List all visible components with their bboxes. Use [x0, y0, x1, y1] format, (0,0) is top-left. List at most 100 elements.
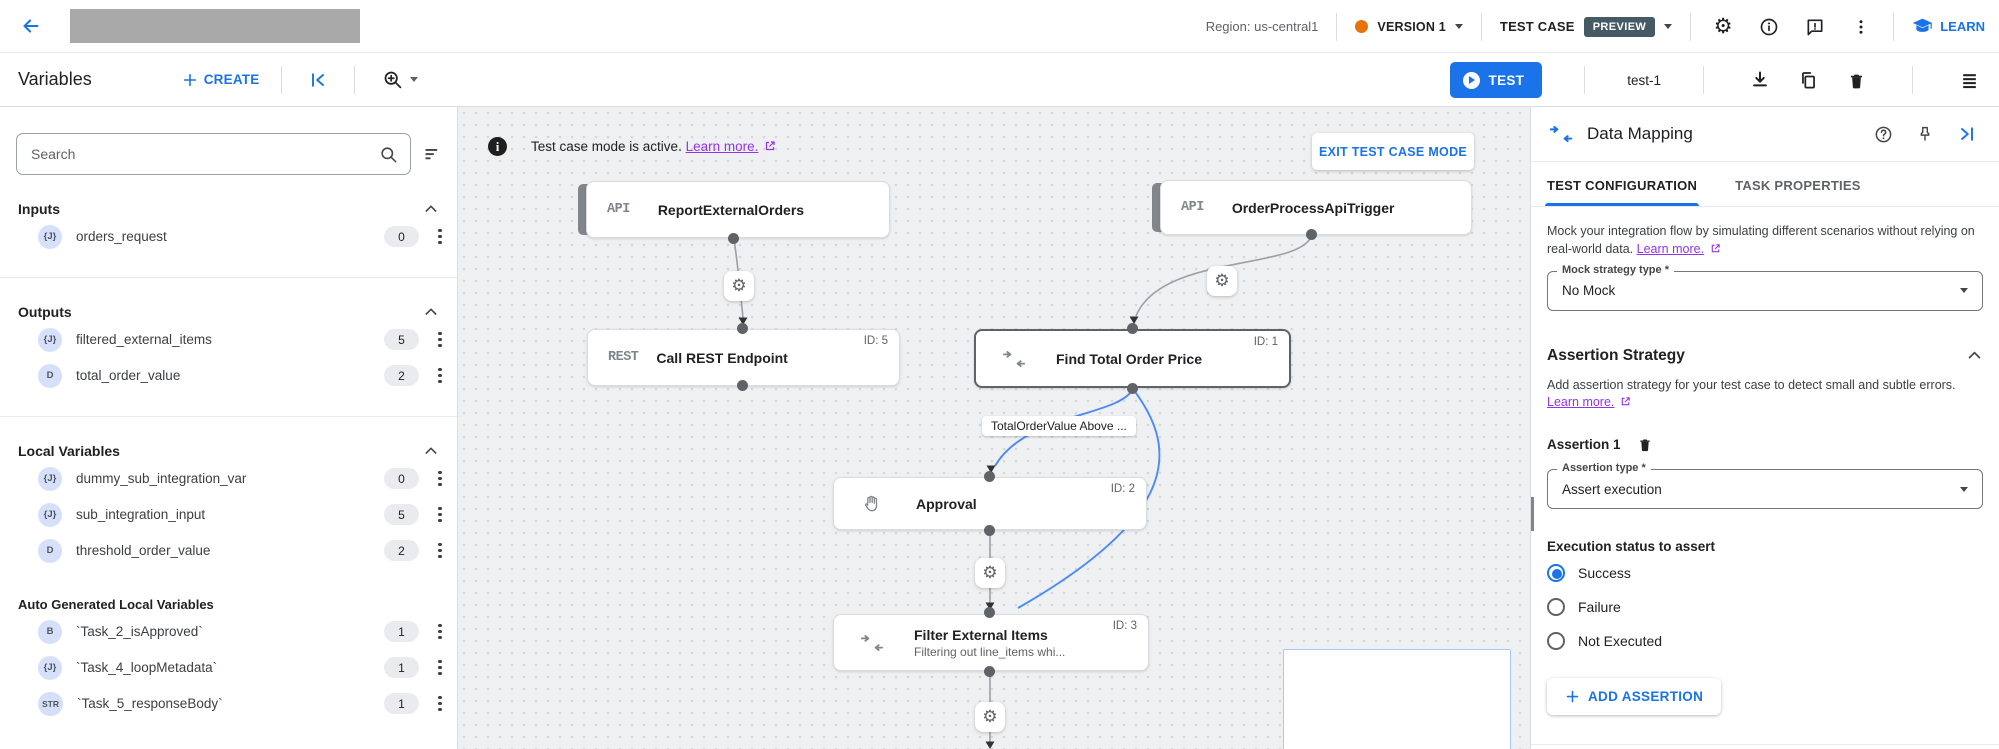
section-local-variables-header[interactable]: Local Variables: [18, 443, 439, 459]
delete-icon[interactable]: [1842, 66, 1870, 94]
learn-button[interactable]: LEARN: [1912, 16, 1985, 37]
variable-row[interactable]: B `Task_2_isApproved` 1: [38, 615, 447, 648]
connection-dot[interactable]: [1127, 383, 1138, 394]
edge-gear-icon[interactable]: ⚙: [975, 702, 1005, 732]
radio-button-selected[interactable]: [1547, 564, 1565, 582]
more-vert-icon[interactable]: [433, 623, 447, 640]
variable-row[interactable]: D threshold_order_value 2: [38, 534, 447, 567]
variable-row[interactable]: {J} dummy_sub_integration_var 0: [38, 462, 447, 495]
copy-icon[interactable]: [1794, 66, 1822, 94]
delete-assertion-icon[interactable]: [1637, 436, 1653, 453]
connection-dot[interactable]: [984, 607, 995, 618]
connection-dot[interactable]: [984, 471, 995, 482]
connection-dot[interactable]: [984, 525, 995, 536]
variable-row[interactable]: {J} filtered_external_items 5: [38, 323, 447, 356]
radio-button[interactable]: [1547, 632, 1565, 650]
connection-dot[interactable]: [737, 323, 748, 334]
collapse-panel-left-icon[interactable]: [304, 66, 332, 94]
radio-button[interactable]: [1547, 598, 1565, 616]
node-report-external-orders[interactable]: API ReportExternalOrders: [578, 181, 890, 238]
minimap[interactable]: [1283, 649, 1511, 749]
variable-row[interactable]: {J} `Task_4_loopMetadata` 1: [38, 651, 447, 684]
more-vert-icon[interactable]: [433, 659, 447, 676]
more-vert-icon[interactable]: [433, 228, 447, 245]
radio-success[interactable]: Success: [1547, 558, 1983, 588]
variable-row[interactable]: {J} orders_request 0: [38, 220, 447, 253]
scrollbar-handle[interactable]: [1531, 497, 1534, 531]
version-selector[interactable]: VERSION 1: [1355, 20, 1463, 34]
node-order-process-api-trigger[interactable]: API OrderProcessApiTrigger: [1152, 180, 1472, 235]
node-title: OrderProcessApiTrigger: [1231, 199, 1395, 216]
variables-toolbar: Variables CREATE TEST test-1: [0, 53, 1999, 107]
node-id: ID: 1: [1253, 336, 1278, 348]
info-icon[interactable]: [1755, 13, 1783, 41]
search-box[interactable]: [16, 133, 411, 175]
variable-row[interactable]: STR `Task_5_responseBody` 1: [38, 687, 447, 720]
settings-gear-icon[interactable]: ⚙: [1713, 15, 1733, 38]
connection-dot[interactable]: [984, 666, 995, 677]
assertion-learn-more-link[interactable]: Learn more.: [1547, 395, 1615, 410]
section-inputs-header[interactable]: Inputs: [18, 201, 439, 217]
tab-task-properties[interactable]: TASK PROPERTIES: [1735, 178, 1861, 193]
edge-gear-icon[interactable]: ⚙: [1207, 266, 1237, 296]
mock-strategy-select[interactable]: Mock strategy type * No Mock: [1547, 263, 1983, 311]
preview-badge: PREVIEW: [1583, 16, 1656, 37]
more-vert-icon[interactable]: [433, 367, 447, 384]
search-input[interactable]: [31, 146, 379, 162]
test-button[interactable]: TEST: [1449, 62, 1543, 98]
variable-name: sub_integration_input: [76, 507, 206, 522]
more-vert-icon[interactable]: [433, 331, 447, 348]
sort-icon[interactable]: [423, 144, 443, 164]
pin-icon[interactable]: [1911, 120, 1939, 148]
chevron-up-icon[interactable]: [423, 443, 439, 459]
api-tag: API: [607, 202, 630, 217]
connection-dot[interactable]: [1306, 229, 1317, 240]
edge-gear-icon[interactable]: ⚙: [724, 271, 754, 301]
assertion-type-select[interactable]: Assertion type * Assert execution: [1547, 462, 1983, 509]
tab-test-configuration[interactable]: TEST CONFIGURATION: [1544, 178, 1700, 206]
more-vert-icon[interactable]: [433, 506, 447, 523]
usage-count-badge: 0: [384, 226, 419, 247]
zoom-control[interactable]: [377, 66, 423, 94]
more-vert-icon[interactable]: [433, 695, 447, 712]
help-icon[interactable]: [1869, 120, 1897, 148]
divider: [1480, 12, 1482, 41]
node-call-rest-endpoint[interactable]: REST Call REST Endpoint ID: 5: [587, 329, 900, 386]
section-outputs-header[interactable]: Outputs: [18, 304, 439, 320]
connection-dot[interactable]: [737, 380, 748, 391]
collapse-panel-right-icon[interactable]: [1953, 120, 1981, 148]
chevron-up-icon[interactable]: [423, 304, 439, 320]
edge-condition-label[interactable]: TotalOrderValue Above ...: [982, 416, 1136, 436]
integration-flow-canvas[interactable]: i Test case mode is active. Learn more. …: [458, 107, 1530, 749]
chevron-up-icon[interactable]: [423, 201, 439, 217]
banner-learn-more-link[interactable]: Learn more.: [685, 139, 759, 154]
add-assertion-button[interactable]: ADD ASSERTION: [1547, 678, 1722, 715]
connection-dot[interactable]: [728, 233, 739, 244]
chevron-up-icon[interactable]: [1966, 347, 1983, 364]
node-find-total-order-price[interactable]: Find Total Order Price ID: 1: [974, 329, 1291, 388]
radio-failure[interactable]: Failure: [1547, 592, 1983, 622]
divider: [1893, 12, 1895, 41]
more-vert-icon[interactable]: [433, 470, 447, 487]
radio-not-executed[interactable]: Not Executed: [1547, 626, 1983, 656]
test-case-selector[interactable]: TEST CASE PREVIEW: [1500, 16, 1673, 37]
mock-learn-more-link[interactable]: Learn more.: [1636, 241, 1705, 256]
edge-gear-icon[interactable]: ⚙: [975, 558, 1005, 588]
redacted-integration-title: [70, 9, 360, 43]
create-variable-button[interactable]: CREATE: [182, 72, 260, 88]
exit-test-case-mode-button[interactable]: EXIT TEST CASE MODE: [1312, 133, 1474, 170]
back-arrow-icon[interactable]: [20, 15, 42, 37]
divider: [1703, 66, 1704, 94]
feedback-icon[interactable]: [1801, 13, 1829, 41]
more-vert-icon[interactable]: [1847, 13, 1875, 41]
variable-row[interactable]: D total_order_value 2: [38, 359, 447, 392]
download-icon[interactable]: [1746, 66, 1774, 94]
node-approval[interactable]: Approval ID: 2: [833, 477, 1147, 530]
node-filter-external-items[interactable]: Filter External Items Filtering out line…: [833, 614, 1149, 671]
more-vert-icon[interactable]: [433, 542, 447, 559]
divider: [1690, 12, 1692, 41]
variable-row[interactable]: {J} sub_integration_input 5: [38, 498, 447, 531]
variable-name: filtered_external_items: [76, 332, 212, 347]
log-list-icon[interactable]: [1955, 66, 1983, 94]
connection-dot[interactable]: [1127, 323, 1138, 334]
